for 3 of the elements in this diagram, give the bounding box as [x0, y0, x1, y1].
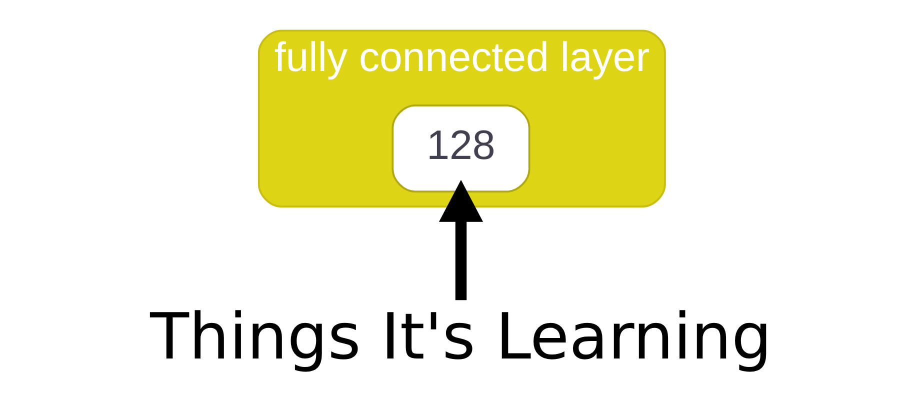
node-text: Things It's Learning — [150, 300, 772, 375]
arrow — [438, 180, 484, 300]
node-box: 128 — [392, 104, 530, 193]
